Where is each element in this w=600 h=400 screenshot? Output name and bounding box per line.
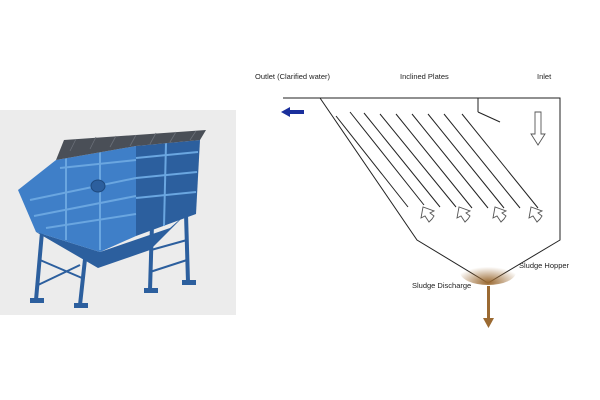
upflow-arrow	[420, 206, 436, 223]
tank-outline	[283, 97, 561, 284]
tank-ribs	[29, 142, 199, 250]
outlet-nozzle	[90, 179, 106, 193]
inclined-plate	[363, 112, 441, 208]
upflow-arrow	[528, 206, 544, 223]
inclined-plate	[461, 113, 539, 209]
hopper-body	[36, 214, 186, 268]
settler-schematic: Outlet (Clarified water) Inclined Plates…	[255, 72, 570, 328]
tank-side-face	[136, 140, 200, 236]
sludge-discharge-arrow	[483, 286, 494, 328]
sludge-accumulation	[460, 259, 516, 285]
inclined-plate	[335, 115, 409, 208]
upflow-arrow	[456, 206, 472, 223]
upflow-arrow	[492, 206, 508, 223]
inclined-plate	[443, 113, 521, 209]
inlet-baffle-diag	[477, 111, 501, 123]
inclined-plate	[349, 111, 425, 206]
inclined-plate	[427, 113, 505, 209]
settler-illustration	[0, 110, 236, 315]
top-grating	[69, 130, 197, 152]
label-inlet: Inlet	[537, 72, 552, 81]
label-sludge-hopper: Sludge Hopper	[519, 261, 570, 270]
inclined-plate	[379, 113, 457, 208]
label-outlet: Outlet (Clarified water)	[255, 72, 331, 81]
inclined-plates	[335, 111, 539, 209]
upflow-arrows	[420, 206, 544, 223]
leg-feet	[30, 280, 196, 308]
outlet-arrow	[281, 107, 304, 117]
tank-front-face	[18, 146, 136, 252]
inclined-plate	[395, 113, 473, 209]
label-sludge-discharge: Sludge Discharge	[412, 281, 471, 290]
inclined-plate	[411, 113, 489, 209]
inlet-arrow	[530, 111, 546, 146]
label-inclined-plates: Inclined Plates	[400, 72, 449, 81]
